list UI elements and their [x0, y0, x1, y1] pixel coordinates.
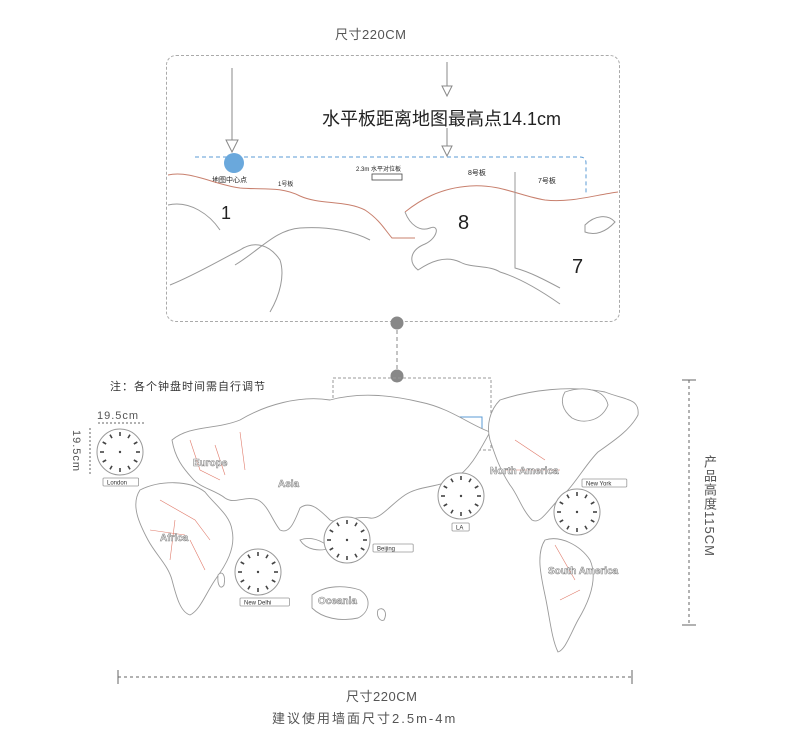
- board-7-label: 7号板: [538, 176, 556, 185]
- label-africa: Africa: [160, 533, 189, 544]
- connector: [390, 316, 404, 383]
- level-board-label: 2.3m 水平对位板: [356, 165, 401, 173]
- label-europe: Europe: [193, 458, 228, 469]
- clock-height-label: 19.5cm: [70, 430, 82, 473]
- board-number-8: 8: [458, 212, 469, 234]
- clock-london: London: [96, 428, 144, 487]
- detail-headline: 水平板距离地图最高点14.1cm: [322, 109, 562, 129]
- label-north-america: North America: [490, 466, 559, 477]
- top-width-label: 尺寸220CM: [335, 27, 407, 42]
- height-label: 产品高度115CM: [702, 455, 717, 557]
- label-oceania: Oceania: [318, 596, 357, 607]
- wall-size-label: 建议使用墙面尺寸2.5m-4m: [272, 711, 458, 726]
- board-number-1: 1: [221, 203, 231, 223]
- board-1-label: 1号板: [278, 180, 293, 188]
- clock-name-label: New Delhi: [244, 601, 271, 607]
- arrow-down-icon: [441, 62, 453, 158]
- clock-note: 注：各个钟盘时间需自行调节: [110, 381, 266, 393]
- arrow-down-icon: [225, 68, 239, 154]
- clock-name-label: Beijing: [377, 547, 395, 553]
- level-line: [195, 156, 587, 195]
- center-label: 地图中心点: [212, 175, 247, 184]
- south-america-shape: [539, 538, 594, 653]
- eurasia-shape: [171, 394, 491, 532]
- clock-new-york: New York: [553, 478, 628, 536]
- continent-labels: Europe Asia Africa North America South A…: [160, 458, 619, 608]
- africa-shape: [135, 482, 234, 616]
- country-borders: [149, 431, 581, 601]
- oceania-shape: [311, 586, 369, 620]
- board-number-7: 7: [572, 256, 583, 278]
- clock-name-label: New York: [586, 482, 612, 488]
- clock-name-label: London: [107, 481, 127, 487]
- bottom-width-label: 尺寸220CM: [346, 689, 418, 704]
- world-map: [135, 388, 639, 653]
- inset-coastline: [167, 172, 619, 313]
- clock-width-label: 19.5cm: [97, 410, 140, 422]
- clock-beijing: Beijing: [323, 516, 414, 564]
- board-8-label: 8号板: [468, 168, 486, 177]
- map-center-dot: [224, 153, 244, 173]
- clock-name-label: LA: [456, 526, 463, 532]
- clock-new-delhi: New Delhi: [234, 548, 290, 607]
- clock-la: LA: [437, 472, 485, 532]
- label-south-america: South America: [548, 566, 619, 577]
- dimension-lines: [89, 379, 696, 684]
- label-asia: Asia: [278, 479, 300, 490]
